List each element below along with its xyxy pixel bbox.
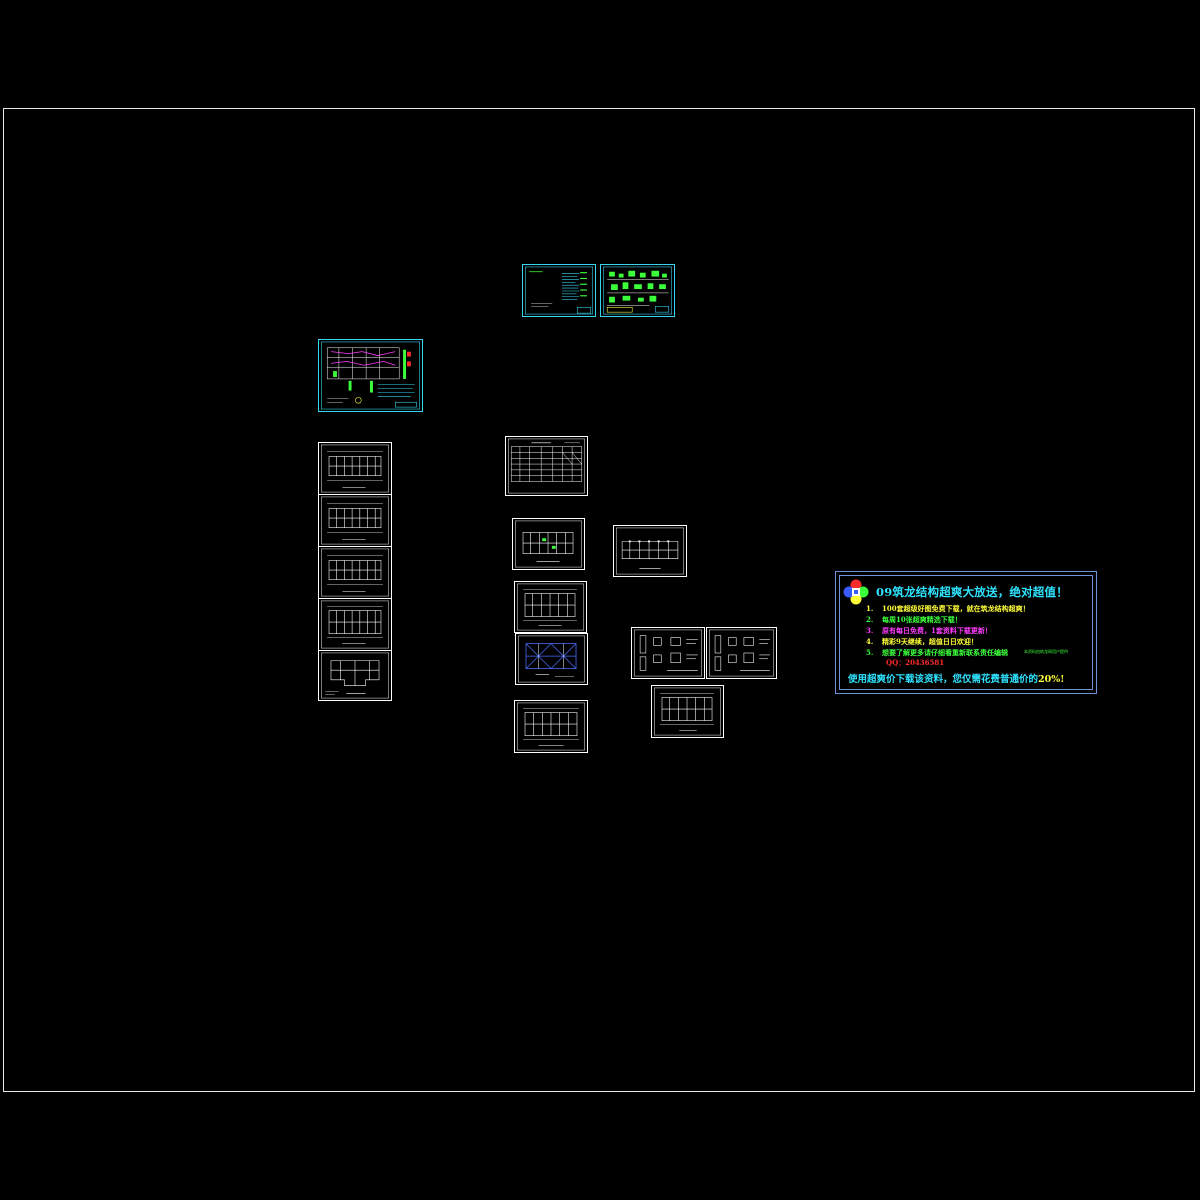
promo-item-number: 2. [866,615,874,624]
promo-footer: 使用超爽价下载该资料，您仅需花费普通价的20%! [848,671,1064,685]
sheet-detail-2[interactable] [706,627,777,679]
sheet-slab-plan-blue-drawing [518,635,585,683]
promo-item[interactable]: 4. 精彩9天继续，超值日日欢迎！ [866,636,1030,647]
promo-item[interactable]: 1. 100套超级好图免费下载，就在筑龙结构超爽！ [866,603,1030,614]
sheet-detail-1[interactable] [631,627,705,679]
promo-footer-text: 使用超爽价下载该资料，您仅需花费普通价的 [848,674,1039,685]
sheet-roof-plan-drawing [654,687,721,736]
promo-banner[interactable]: 09筑龙结构超爽大放送，绝对超值！ 1. 100套超级好图免费下载，就在筑龙结构超… [835,571,1097,694]
promo-item[interactable]: 5. 想要了解更多请仔细看重新联系责任编辑 [866,647,1030,658]
sheet-roof-plan[interactable] [651,685,724,738]
sheet-floor-plan-4-drawing [321,600,389,649]
promo-item-number: 1. [866,604,874,613]
sheet-beam-plan-3[interactable] [514,700,588,753]
promo-item-number: 4. [866,637,874,646]
sheet-floor-plan-1-drawing [321,444,389,493]
sheet-schedule-table-drawing [508,438,585,494]
sheet-floor-plan-2-drawing [321,496,389,545]
promo-qq: QQ：20436581 [886,658,945,667]
sheet-schedule-table[interactable] [505,436,588,496]
promo-title: 09筑龙结构超爽大放送，绝对超值！ [876,585,1068,599]
sheet-general-notes-drawing [525,266,593,315]
sheet-detail-2-drawing [709,629,774,677]
sheet-floor-plan-5-drawing [321,652,389,699]
promo-item-text: 每周10张超爽精选下载！ [882,615,962,624]
promo-banner-inner-border [839,575,1093,690]
sheet-floor-plan-3[interactable] [318,546,392,599]
sheet-general-notes[interactable] [522,264,596,317]
sheet-beam-plan-2[interactable] [514,581,587,633]
sheet-detail-green[interactable] [600,264,675,317]
sheet-beam-plan-3-drawing [517,702,585,751]
flower-logo-icon [843,579,869,605]
sheet-column-plan[interactable] [613,525,687,577]
sheet-floor-plan-2[interactable] [318,494,392,547]
sheet-beam-plan-1[interactable] [512,518,585,570]
sheet-beam-plan-2-drawing [517,583,584,631]
promo-item[interactable]: 3. 原有每日免费，1套资料下载更新！ [866,625,1030,636]
promo-list: 1.100套超级好图免费下载，就在筑龙结构超爽！ 2.每周10张超爽精选下载！ … [866,603,1030,658]
sheet-floor-plan-1[interactable] [318,442,392,495]
sheet-site-plan-color-drawing [321,341,420,410]
promo-item-number: 5. [866,648,874,657]
sheet-floor-plan-3-drawing [321,548,389,597]
promo-item-text: 精彩9天继续，超值日日欢迎！ [882,637,978,646]
sheet-detail-1-drawing [634,629,702,677]
sheet-floor-plan-4[interactable] [318,598,392,651]
promo-footer-percent: 20%! [1038,674,1065,685]
promo-item-text: 想要了解更多请仔细看重新联系责任编辑 [882,648,1008,657]
promo-item-text: 100套超级好图免费下载，就在筑龙结构超爽！ [882,604,1030,613]
sheet-beam-plan-1-drawing [515,520,582,568]
sheet-detail-green-drawing [603,266,672,315]
promo-item-text: 原有每日免费，1套资料下载更新！ [882,626,992,635]
sheet-site-plan-color[interactable] [318,339,423,412]
promo-small-note: 本资料由筑龙网用户提供 [1024,649,1068,654]
sheet-floor-plan-5[interactable] [318,650,392,701]
promo-item[interactable]: 2. 每周10张超爽精选下载！ [866,614,1030,625]
sheet-slab-plan-blue[interactable] [515,633,588,685]
promo-item-number: 3. [866,626,874,635]
drawing-frame [3,108,1195,1092]
sheet-column-plan-drawing [616,527,684,575]
